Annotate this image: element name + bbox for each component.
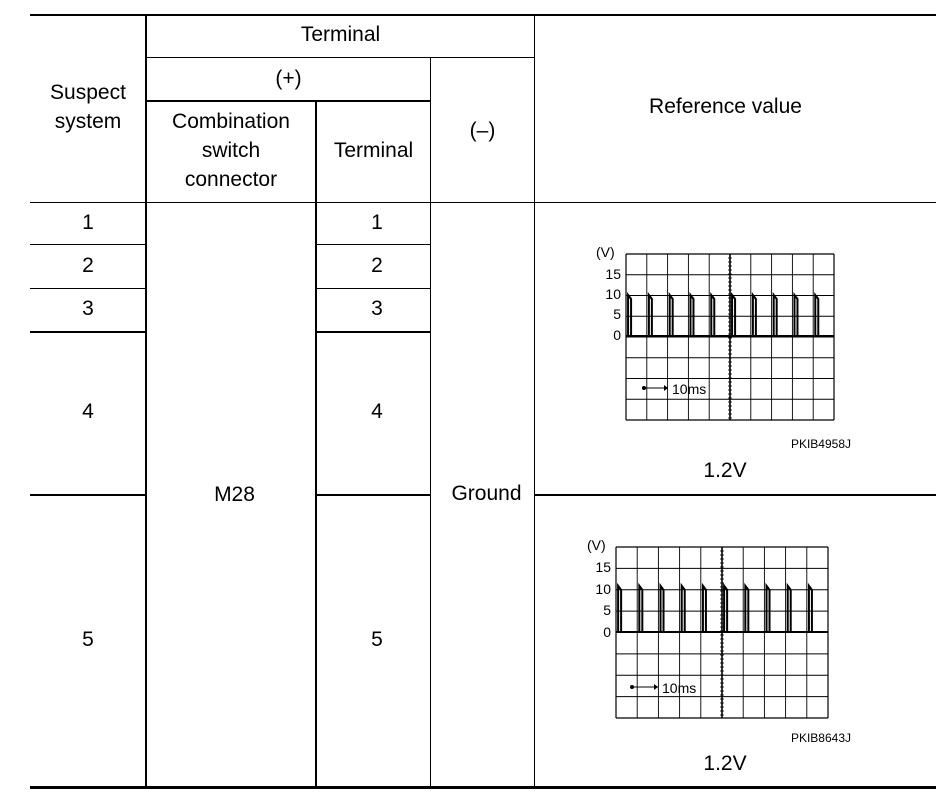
scope-2-tick-0: 0: [603, 624, 611, 640]
scope-2-trace: [616, 582, 828, 633]
row-2-terminal: 2: [371, 254, 383, 277]
scope-1-voltage: 1.2V: [703, 459, 747, 482]
column-rule-3: [430, 57, 431, 789]
row-3-system: 3: [82, 297, 94, 320]
scope-2-pulse: [680, 582, 686, 632]
scope-1-pulse: [668, 292, 674, 336]
scope-2-time-marker: [630, 684, 658, 690]
header-reference-value: Reference value: [649, 95, 802, 118]
column-rule-4: [534, 14, 535, 789]
header-plus-terminal: Terminal: [333, 139, 414, 162]
row-rule-3: [30, 331, 146, 333]
header-bottom-rule: [30, 202, 936, 203]
table-bottom-border: [30, 786, 936, 789]
scope-2-tick-10: 10: [595, 581, 611, 597]
row-1-terminal: 1: [371, 211, 383, 234]
scope-1-tick-15: 15: [605, 266, 621, 282]
row-rule-3b: [316, 331, 431, 333]
scope-1-time-scale: 10ms: [672, 381, 706, 397]
header-suspect-system: Suspect system: [31, 78, 145, 136]
header-minus: (–): [469, 119, 496, 142]
connector-value: M28: [214, 483, 255, 506]
scope-1-tick-0: 0: [613, 327, 621, 343]
header-terminal: Terminal: [300, 23, 381, 46]
scope-2-pulse: [701, 582, 707, 632]
scope-2-pulse: [807, 582, 813, 632]
terminal-header-rule: [146, 57, 535, 58]
header-connector-line-1: Combination: [172, 110, 290, 133]
header-suspect-line-1: Suspect: [50, 81, 126, 104]
row-4-system: 4: [82, 400, 94, 423]
scope-2-tick-5: 5: [603, 602, 611, 618]
scope-2-pulse: [744, 582, 750, 632]
row-2-system: 2: [82, 254, 94, 277]
scope-2-pulse: [617, 582, 623, 632]
scope-1-pulse: [731, 292, 737, 336]
plus-header-rule: [146, 100, 431, 102]
row-rule-2: [30, 288, 146, 289]
header-suspect-line-2: system: [54, 110, 122, 133]
header-plus: (+): [275, 67, 302, 90]
header-connector-line-2: switch: [201, 139, 261, 162]
scope-1-time-marker: [642, 385, 668, 391]
column-rule-2: [315, 100, 317, 789]
row-rule-2b: [316, 288, 431, 289]
scope-2-time-scale: 10ms: [662, 680, 696, 696]
scope-2-unit: (V): [587, 537, 606, 553]
row-rule-4: [30, 494, 146, 496]
scope-1-pulse: [710, 292, 716, 336]
scope-1-trace: [626, 292, 834, 337]
ground-value: Ground: [451, 482, 522, 505]
scope-1-pulse: [647, 292, 653, 336]
scope-1-pulse: [814, 292, 820, 336]
row-3-terminal: 3: [371, 297, 383, 320]
row-rule-1b: [316, 244, 431, 245]
row-1-system: 1: [82, 211, 94, 234]
header-combination-switch-connector: Combination switch connector: [147, 107, 315, 194]
row-rule-4c: [535, 494, 936, 496]
scope-1-pulse: [751, 292, 757, 336]
scope-1-tick-5: 5: [613, 306, 621, 322]
scope-2-voltage: 1.2V: [703, 752, 747, 775]
oscilloscope-waveform-2: (V) 15 10 5 0 10ms: [587, 537, 829, 719]
scope-2-pulse: [659, 582, 665, 632]
scope-1-tick-10: 10: [605, 286, 621, 302]
scope-2-pulse: [723, 582, 729, 632]
row-4-terminal: 4: [371, 400, 383, 423]
scope-1-pulse: [793, 292, 799, 336]
scope-1-unit: (V): [596, 244, 615, 260]
header-connector-line-3: connector: [184, 168, 278, 191]
oscilloscope-waveform-1: (V) 15 10 5 0 10ms: [596, 244, 835, 421]
scope-1-pulse: [627, 292, 633, 336]
scope-2-pulse: [765, 582, 771, 632]
table-top-border: [30, 14, 936, 16]
row-rule-4b: [316, 494, 431, 496]
scope-1-pulse: [772, 292, 778, 336]
scope-2-caption: PKIB8643J: [790, 731, 851, 745]
scope-2-tick-15: 15: [595, 559, 611, 575]
row-5-terminal: 5: [371, 628, 383, 651]
scope-2-pulse: [786, 582, 792, 632]
column-rule-1: [145, 14, 147, 789]
row-rule-1: [30, 244, 146, 245]
scope-2-pulse: [638, 582, 644, 632]
scope-1-pulse: [689, 292, 695, 336]
row-5-system: 5: [82, 628, 94, 651]
scope-1-caption: PKIB4958J: [790, 437, 851, 451]
